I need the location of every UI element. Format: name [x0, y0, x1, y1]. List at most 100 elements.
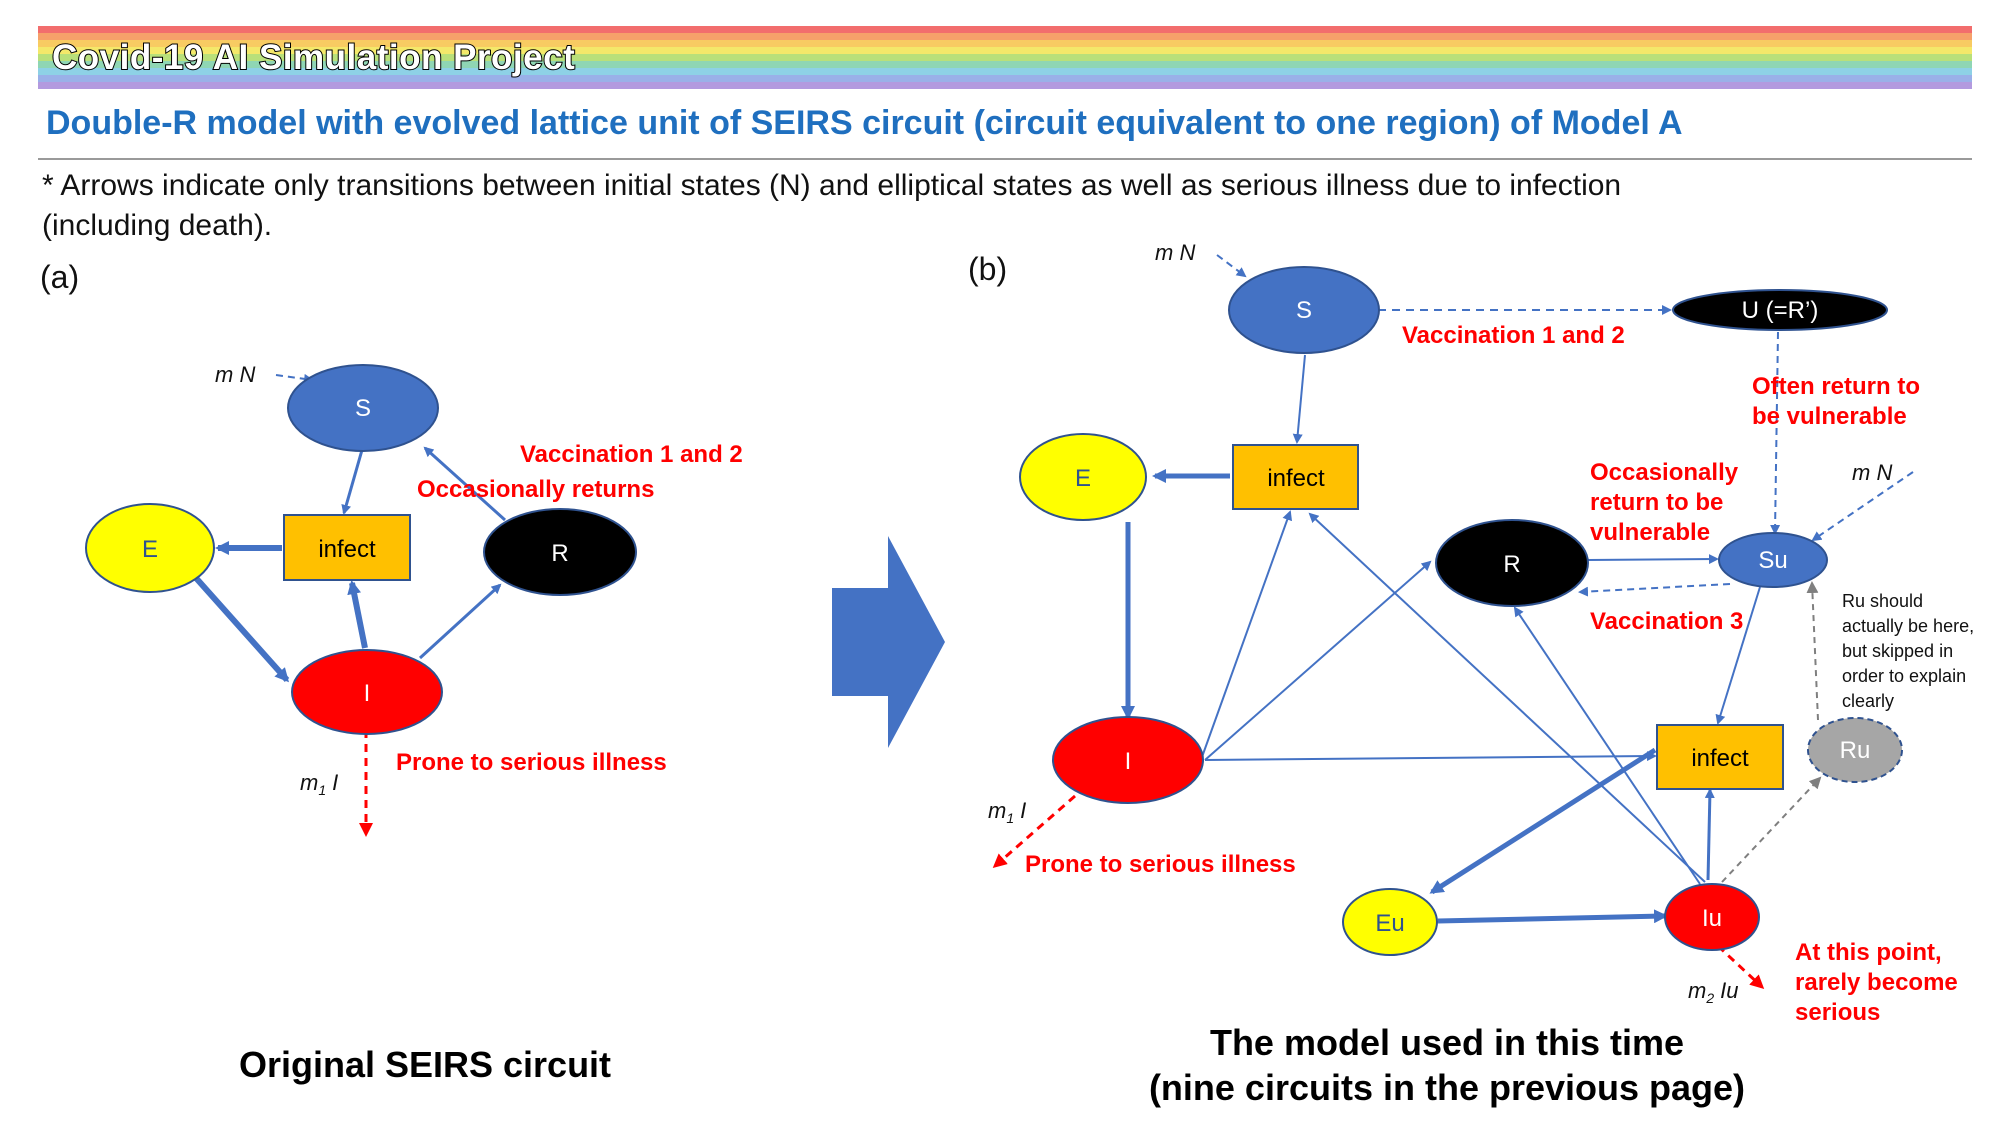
- node-b-u: U (=R’): [1672, 289, 1888, 331]
- label-b-ru-note-1: Ru should: [1842, 591, 1923, 611]
- panel-a-label: (a): [40, 259, 79, 295]
- label-a-outflow-m: m: [300, 770, 318, 795]
- node-a-i-shape: [291, 649, 443, 735]
- node-b-eu-shape: [1342, 888, 1438, 956]
- label-b-outflow-iu-m: m: [1688, 978, 1706, 1003]
- arrow-note: * Arrows indicate only transitions betwe…: [42, 166, 1942, 246]
- node-a-e-label: E: [142, 536, 158, 563]
- label-a-vaccination: Vaccination 1 and 2: [520, 441, 743, 468]
- arrow-a-i-to-infect: [347, 580, 368, 649]
- node-b-ru-label: Ru: [1840, 737, 1871, 764]
- node-a-s: S: [287, 364, 439, 452]
- node-b-u-shape: [1672, 289, 1888, 331]
- node-b-iu-shape: [1664, 883, 1760, 951]
- label-b-rare-serious-3: serious: [1795, 999, 1880, 1026]
- arrow-b-iu-to-infect: [1704, 788, 1715, 881]
- node-a-i-label: I: [364, 680, 371, 707]
- arrow-b-r-to-su: [1587, 554, 1719, 565]
- label-b-ru-note-4: order to explain: [1842, 666, 1966, 686]
- arrow-b-eu-to-iu: [1437, 909, 1668, 924]
- arrow-b-su-to-infect: [1715, 586, 1761, 725]
- node-a-infect: infect: [283, 514, 411, 581]
- label-a-outflow-sub: 1: [318, 782, 326, 798]
- node-b-e: E: [1019, 433, 1147, 521]
- arrow-b-i-to-infect-bottom: [1204, 751, 1657, 762]
- label-b-outflow-i-m: m: [988, 798, 1006, 823]
- arrow-a-s-to-infect: [341, 449, 364, 515]
- arrow-b-u-to-su: [1770, 331, 1781, 535]
- rainbow-stripe-5: [38, 54, 1972, 61]
- label-a-inflow: m N: [215, 362, 255, 387]
- label-b-outflow-iu-sub: 2: [1705, 990, 1714, 1006]
- rainbow-stripe-6: [38, 61, 1972, 68]
- node-b-iu-label: Iu: [1702, 905, 1722, 932]
- label-b-occasionally-return-1: Occasionally: [1590, 459, 1739, 486]
- node-b-s-shape: [1228, 266, 1380, 354]
- node-a-i: I: [291, 649, 443, 735]
- arrow-b-iu-to-infect-top: [1308, 512, 1706, 883]
- node-b-infect-bottom-shape: [1656, 724, 1784, 790]
- label-b-occasionally-return: Occasionally return to be vulnerable: [1590, 459, 1745, 546]
- node-a-infect-shape: [283, 514, 411, 581]
- node-b-eu: Eu: [1342, 888, 1438, 956]
- label-b-serious: Prone to serious illness: [1025, 851, 1296, 878]
- arrow-note-line-2: (including death).: [42, 209, 273, 242]
- label-a-outflow-var: I: [332, 770, 338, 795]
- label-b-inflow-top: m N: [1155, 240, 1195, 265]
- arrow-a-r-to-s: [423, 446, 507, 522]
- arrow-b-ru-to-su: [1806, 581, 1819, 721]
- node-b-r: R: [1435, 519, 1589, 607]
- panel-b-label: (b): [968, 251, 1007, 287]
- node-b-i: I: [1052, 716, 1204, 804]
- label-b-outflow-iu-var: Iu: [1720, 978, 1738, 1003]
- panel-b-caption-line-2: (nine circuits in the previous page): [1149, 1067, 1745, 1108]
- label-b-rare-serious: At this point, rarely become serious: [1795, 939, 1964, 1026]
- label-b-rare-serious-2: rarely become: [1795, 969, 1958, 996]
- rainbow-stripe-2: [38, 33, 1972, 40]
- arrow-b-su-to-r: [1578, 583, 1731, 597]
- label-b-often-return-2: be vulnerable: [1752, 403, 1907, 430]
- node-b-s: S: [1228, 266, 1380, 354]
- panel-b-arrows: [1121, 254, 1914, 924]
- arrow-b-iu-serious: [1716, 944, 1765, 990]
- node-b-e-label: E: [1075, 465, 1091, 492]
- node-b-ru: Ru: [1807, 717, 1903, 783]
- node-a-r-label: R: [551, 540, 568, 567]
- node-b-ru-shape: [1807, 717, 1903, 783]
- node-b-e-shape: [1019, 433, 1147, 521]
- node-b-i-shape: [1052, 716, 1204, 804]
- rainbow-stripe-7: [38, 68, 1972, 75]
- project-title: Covid-19 AI Simulation Project: [51, 37, 576, 78]
- label-b-outflow-i-sub: 1: [1006, 810, 1014, 826]
- node-b-su-label: Su: [1758, 547, 1787, 574]
- node-b-i-label: I: [1125, 748, 1132, 775]
- rainbow-stripe-8: [38, 75, 1972, 82]
- arrow-b-i-to-r: [1204, 560, 1432, 761]
- rainbow-stripe-9: [38, 82, 1972, 89]
- arrow-b-iu-to-ru: [1721, 776, 1822, 883]
- label-b-outflow-iu: m2 Iu: [1688, 978, 1738, 1006]
- node-a-e: E: [85, 503, 215, 593]
- slide-subtitle: Double-R model with evolved lattice unit…: [46, 104, 1683, 142]
- arrow-b-mn-to-su: [1811, 471, 1914, 542]
- label-b-ru-note-5: clearly: [1842, 691, 1894, 711]
- panel-b-caption-line-1: The model used in this time: [1210, 1022, 1684, 1063]
- node-b-iu: Iu: [1664, 883, 1760, 951]
- node-a-infect-label: infect: [318, 536, 376, 563]
- rainbow-stripe-3: [38, 40, 1972, 47]
- arrow-note-line-1: * Arrows indicate only transitions betwe…: [42, 169, 1622, 202]
- node-a-s-label: S: [355, 395, 371, 422]
- rainbow-stripe-4: [38, 47, 1972, 54]
- arrow-b-i-to-infect: [1201, 510, 1293, 758]
- arrow-b-i-serious: [992, 794, 1076, 868]
- label-a-serious: Prone to serious illness: [396, 749, 667, 776]
- node-b-u-label: U (=R’): [1742, 297, 1819, 324]
- arrow-b-infect-to-eu: [1429, 747, 1657, 895]
- label-b-often-return-1: Often return to: [1752, 373, 1920, 400]
- arrow-a-e-to-i: [193, 576, 290, 683]
- label-b-rare-serious-1: At this point,: [1795, 939, 1942, 966]
- arrow-b-mn-to-s: [1216, 254, 1247, 278]
- label-b-vaccination-3: Vaccination 3: [1590, 608, 1743, 635]
